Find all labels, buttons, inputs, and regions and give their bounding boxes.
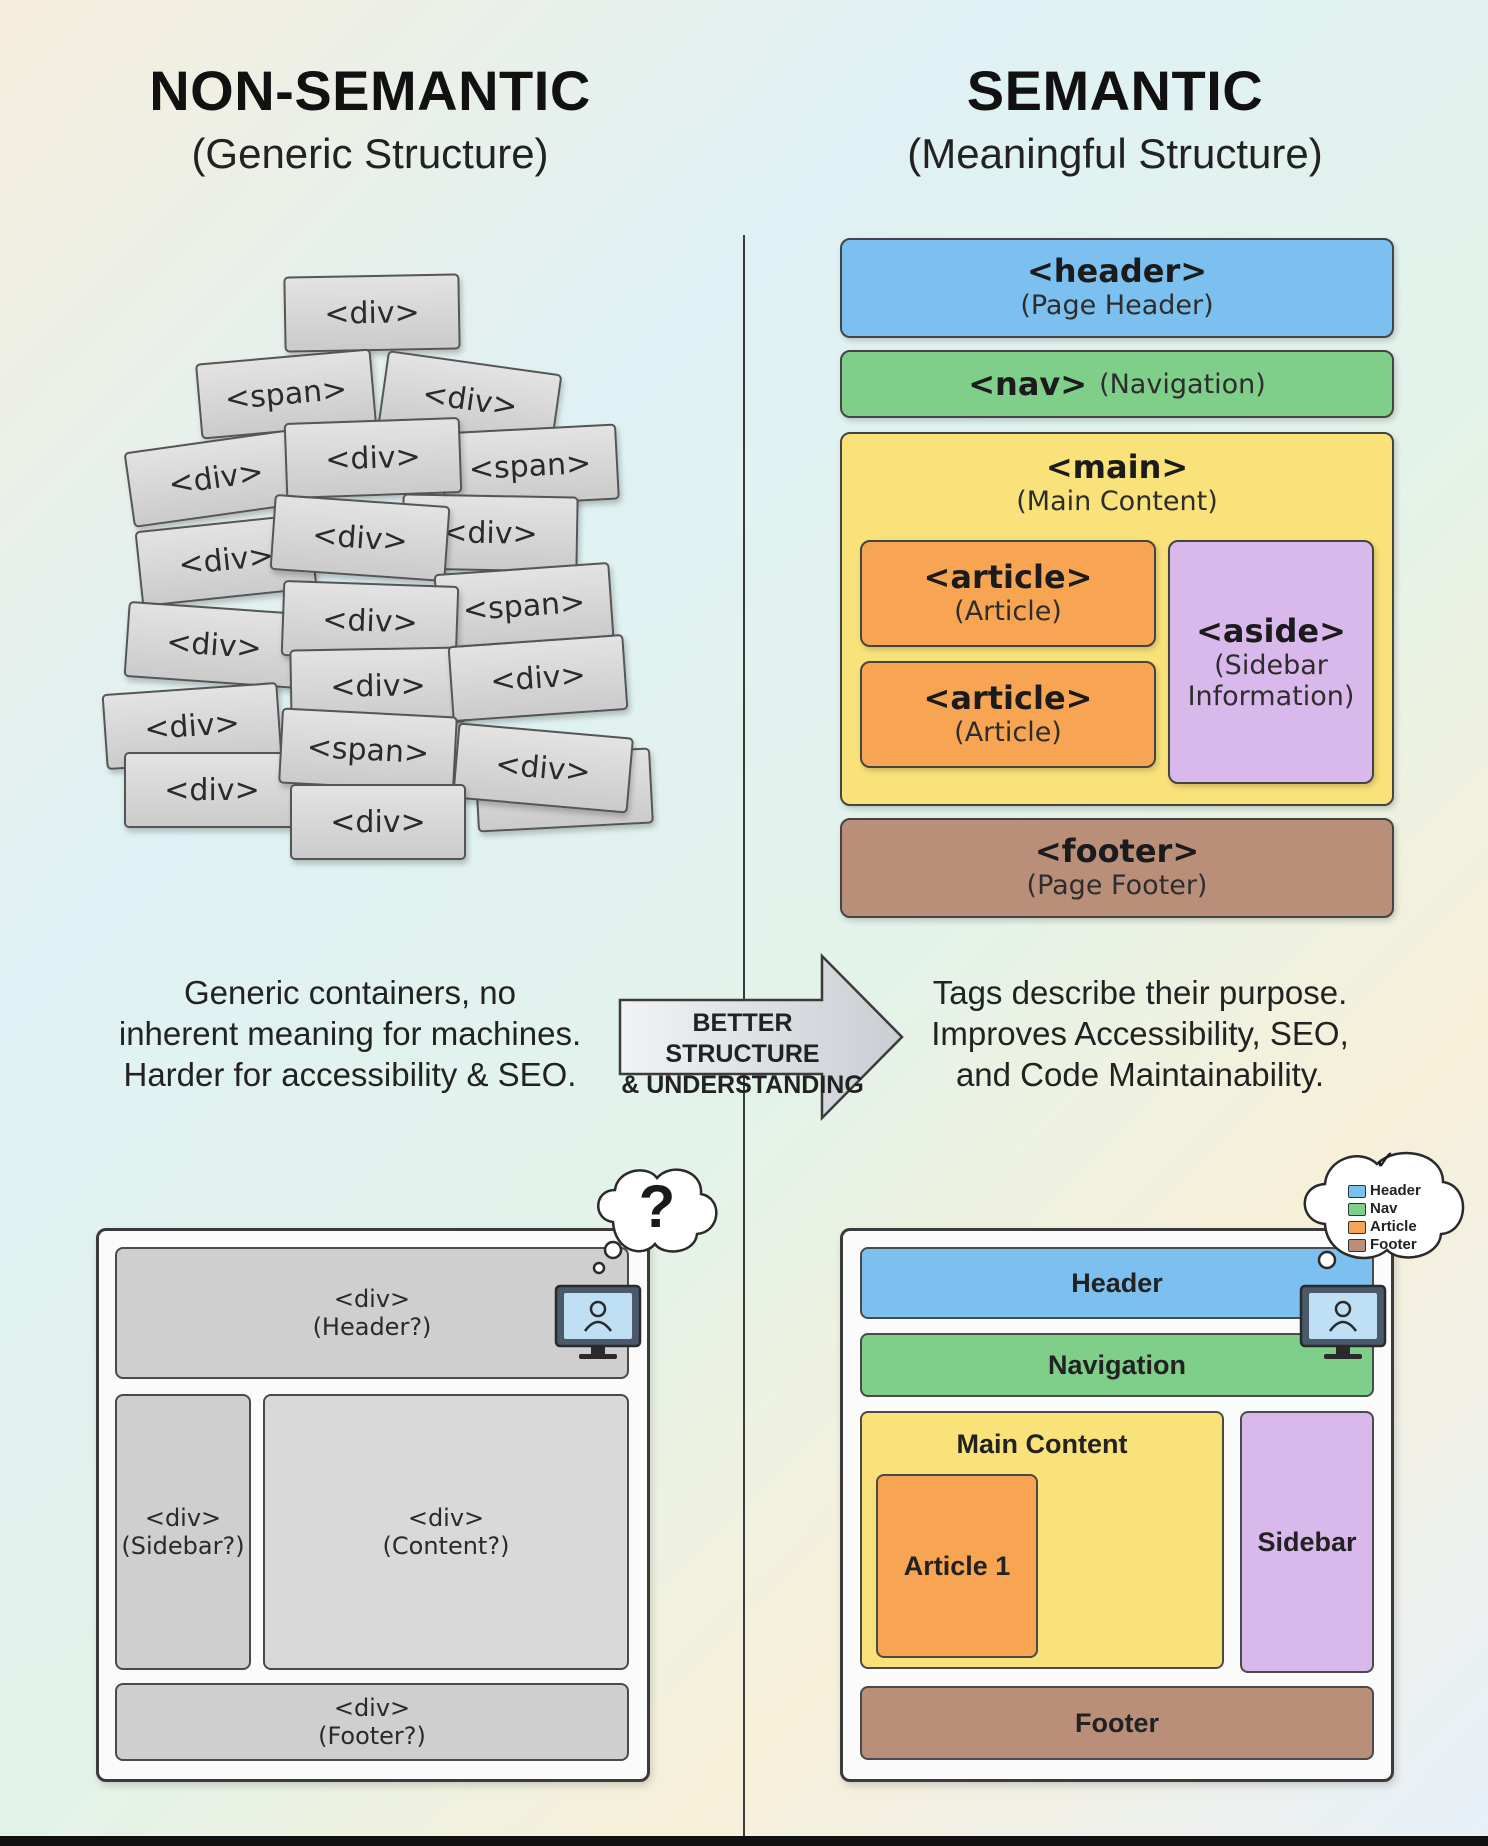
header-desc: (Page Header)	[1020, 290, 1214, 321]
mock-sidebar-box: Sidebar	[1240, 1411, 1374, 1673]
footer-block: <footer> (Page Footer)	[840, 818, 1394, 918]
caption-line: Tags describe their purpose.	[932, 974, 1348, 1011]
legend-item: Header	[1348, 1182, 1421, 1200]
chip-span: <span>	[278, 707, 458, 793]
aside-block: <aside> (Sidebar Information)	[1168, 540, 1374, 784]
chip-div: <div>	[283, 416, 463, 500]
div-tag: <div>	[407, 1504, 485, 1532]
mock-main-label: Main Content	[956, 1429, 1128, 1459]
chip-div: <div>	[123, 600, 305, 690]
footer-desc: (Page Footer)	[1026, 870, 1208, 901]
div-content-box: <div> (Content?)	[263, 1394, 629, 1670]
main-desc: (Main Content)	[1016, 486, 1218, 517]
div-tag: <div>	[333, 1694, 411, 1722]
legend-swatch	[1348, 1238, 1366, 1252]
aside-desc: Information)	[1187, 681, 1355, 712]
chip-div: <div>	[452, 722, 634, 814]
div-tag: <div>	[333, 1285, 411, 1313]
caption-line: Harder for accessibility & SEO.	[123, 1056, 577, 1093]
computer-icon	[1299, 1284, 1387, 1359]
article-tag: <article>	[923, 558, 1093, 596]
caption-line: Generic containers, no	[183, 974, 516, 1011]
caption-line: and Code Maintainability.	[955, 1056, 1325, 1093]
article-block: <article> (Article)	[860, 661, 1156, 768]
mock-navigation-box: Navigation	[860, 1333, 1374, 1397]
mock-article-box: Article 1	[876, 1474, 1038, 1658]
legend-item: Article	[1348, 1218, 1421, 1236]
arrow-icon	[618, 952, 904, 1122]
main-tag: <main>	[1045, 448, 1189, 486]
article-desc: (Article)	[954, 717, 1062, 748]
legend-item: Nav	[1348, 1200, 1421, 1218]
arrow-label-line: & UNDERSTANDING	[621, 1071, 864, 1099]
legend-item: Footer	[1348, 1236, 1421, 1254]
chip-div: <div>	[283, 273, 461, 353]
article-block: <article> (Article)	[860, 540, 1156, 647]
header-block: <header> (Page Header)	[840, 238, 1394, 338]
div-header-box: <div> (Header?)	[115, 1247, 629, 1379]
nav-block: <nav> (Navigation)	[840, 350, 1394, 418]
arrow-label: BETTER STRUCTURE & UNDERSTANDING	[615, 1008, 870, 1101]
bubble-legend: Header Nav Article Footer	[1348, 1182, 1421, 1254]
legend-swatch	[1348, 1202, 1366, 1216]
chip-div: <div>	[290, 784, 466, 860]
non-semantic-caption: Generic containers, no inherent meaning …	[100, 972, 600, 1095]
check-icon: ✓	[1374, 1146, 1396, 1176]
header-tag: <header>	[1026, 252, 1208, 290]
chip-div: <div>	[447, 633, 629, 723]
mock-footer-box: Footer	[860, 1686, 1374, 1760]
arrow-label-line: BETTER STRUCTURE	[665, 1009, 820, 1068]
non-semantic-title: NON-SEMANTIC	[149, 59, 591, 122]
nav-tag: <nav>	[968, 365, 1088, 403]
bottom-bar	[0, 1836, 1488, 1846]
nav-desc: (Navigation)	[1099, 368, 1266, 400]
div-label: (Content?)	[382, 1532, 510, 1560]
legend-swatch	[1348, 1220, 1366, 1234]
question-mark: ?	[638, 1173, 676, 1240]
aside-desc: (Sidebar	[1214, 650, 1328, 681]
semantic-title: SEMANTIC	[966, 59, 1264, 122]
chip-div: <div>	[124, 752, 300, 828]
div-label: (Footer?)	[318, 1722, 426, 1750]
semantic-caption: Tags describe their purpose. Improves Ac…	[900, 972, 1380, 1095]
caption-line: Improves Accessibility, SEO,	[931, 1015, 1349, 1052]
div-tag: <div>	[144, 1504, 222, 1532]
article-desc: (Article)	[954, 596, 1062, 627]
div-footer-box: <div> (Footer?)	[115, 1683, 629, 1761]
chip-div: <div>	[269, 493, 451, 583]
aside-tag: <aside>	[1196, 612, 1346, 650]
computer-icon	[554, 1284, 642, 1359]
thought-bubble-icon	[592, 1168, 718, 1275]
div-sidebar-box: <div> (Sidebar?)	[115, 1394, 251, 1670]
div-label: (Header?)	[312, 1313, 432, 1341]
footer-tag: <footer>	[1034, 832, 1200, 870]
non-semantic-subtitle: (Generic Structure)	[191, 130, 549, 177]
legend-swatch	[1348, 1184, 1366, 1198]
div-label: (Sidebar?)	[121, 1532, 245, 1560]
mock-header-box: Header	[860, 1247, 1374, 1319]
thought-bubble-icon	[1303, 1151, 1465, 1270]
caption-line: inherent meaning for machines.	[118, 1015, 582, 1052]
article-tag: <article>	[923, 679, 1093, 717]
semantic-subtitle: (Meaningful Structure)	[907, 130, 1323, 177]
